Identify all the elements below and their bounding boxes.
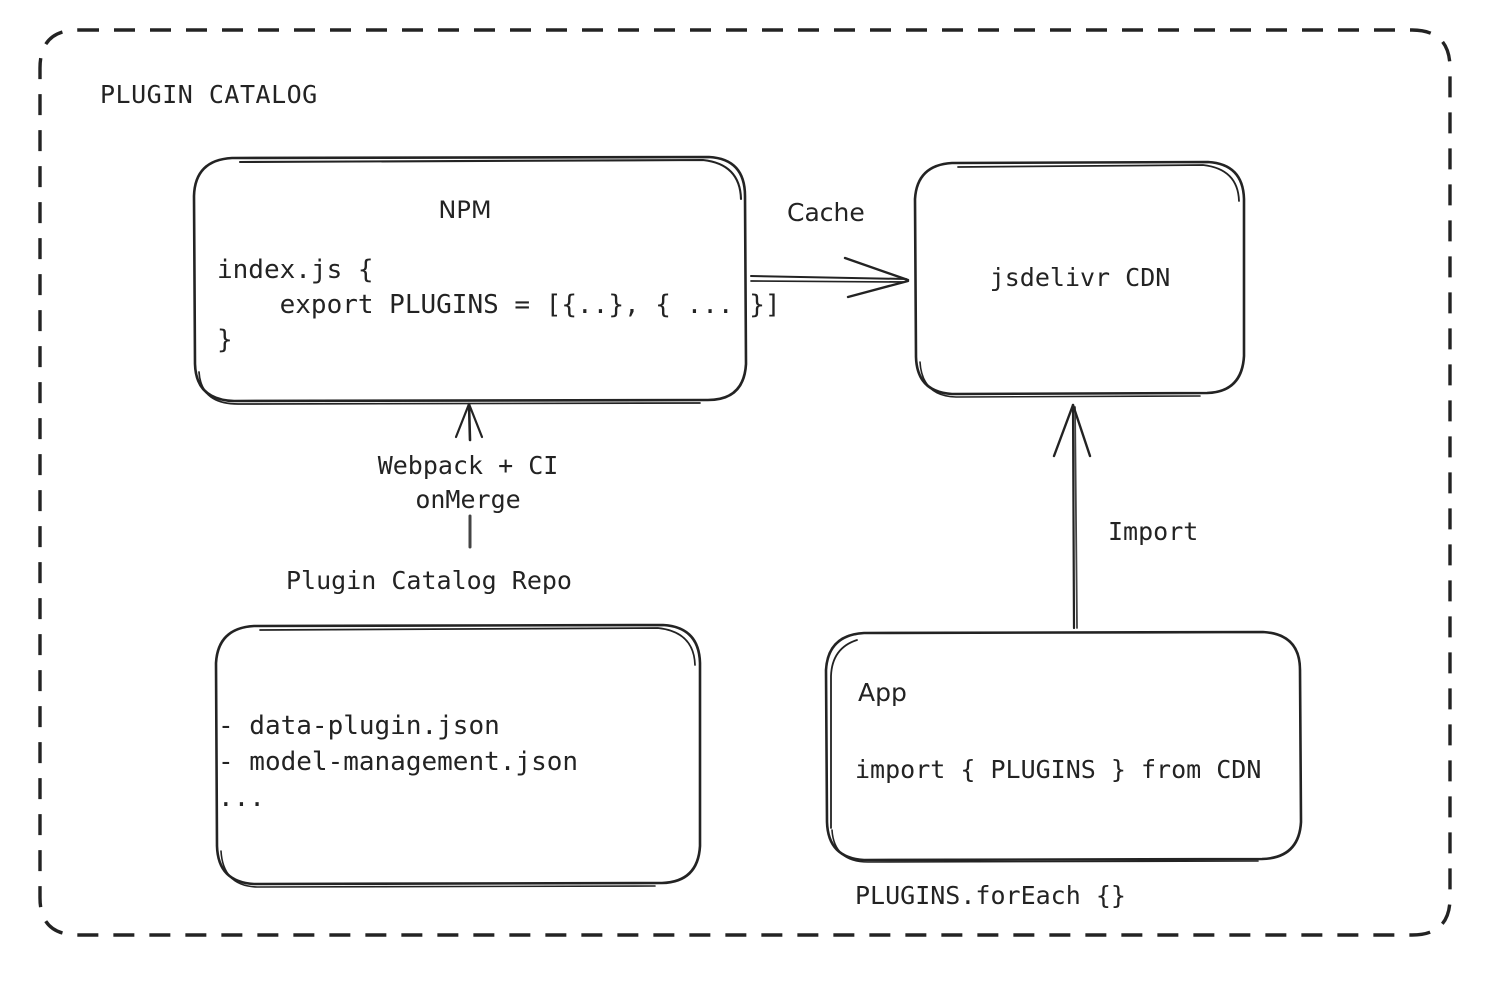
app-node-title: App	[858, 678, 907, 707]
import-arrow	[1052, 403, 1092, 630]
import-edge-label: Import	[1108, 517, 1199, 546]
cdn-node-title: jsdelivr CDN	[989, 263, 1171, 292]
app-node-code: import { PLUGINS } from CDN PLUGINS.forE…	[855, 755, 1262, 910]
build-edge-label: Webpack + CI onMerge	[377, 451, 559, 514]
cache-edge-label: Cache	[787, 198, 865, 227]
page-title: PLUGIN CATALOG	[100, 80, 318, 109]
repo-node-label: Plugin Catalog Repo	[286, 566, 572, 595]
npm-node-code: index.js { export PLUGINS = [{..}, { ...…	[217, 255, 781, 355]
repo-node-items: - data-plugin.json - model-management.js…	[218, 711, 579, 813]
npm-node-title: NPM	[438, 196, 492, 224]
